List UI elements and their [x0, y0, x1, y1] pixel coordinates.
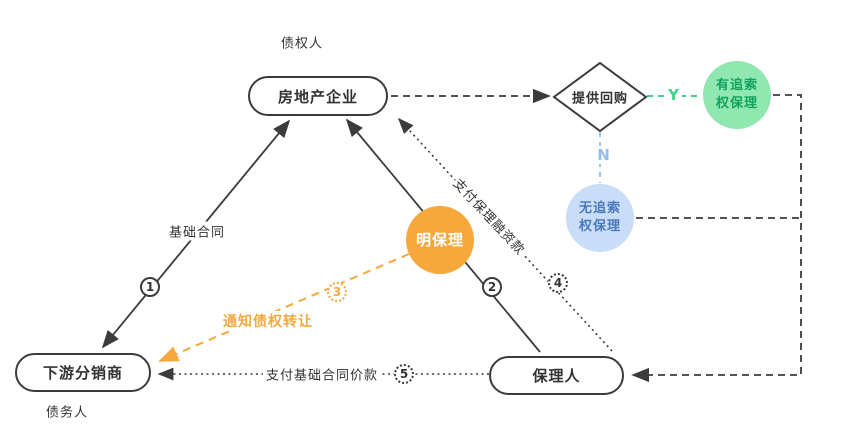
edge-recourse-to-factor	[631, 94, 802, 383]
step-badge-1: 1	[140, 277, 160, 297]
node-decision-label: 提供回购	[571, 91, 629, 107]
step-badge-5: 5	[394, 364, 414, 384]
disclosed-factoring-label: 明保理	[415, 230, 464, 249]
step-badge-4: 4	[548, 273, 568, 293]
node-non-recourse-factoring: 无追索权保理	[566, 184, 634, 252]
recourse-factoring-label: 有追索权保理	[715, 78, 758, 111]
step-badge-3: 3	[327, 282, 347, 302]
node-recourse-factoring: 有追索权保理	[703, 61, 771, 129]
edge-notify-transfer	[158, 253, 410, 362]
node-real-estate-enterprise: 房地产企业	[248, 76, 388, 116]
node-downstream-distributor: 下游分销商	[15, 353, 151, 392]
notify-transfer-label: 通知债权转让	[220, 311, 316, 331]
debtor-role-label: 债务人	[45, 405, 89, 421]
step-badge-2: 2	[482, 277, 502, 297]
decision-no-label: N	[595, 146, 613, 164]
creditor-role-label: 债权人	[280, 36, 324, 52]
non-recourse-factoring-label: 无追索权保理	[578, 201, 621, 234]
node-factor: 保理人	[489, 356, 624, 395]
decision-diamond-shape	[552, 61, 648, 133]
base-contract-label: 基础合同	[165, 221, 229, 241]
decision-yes-label: Y	[666, 86, 682, 104]
node-disclosed-factoring: 明保理	[406, 206, 474, 274]
pay-base-price-label: 支付基础合同价款	[262, 364, 382, 384]
